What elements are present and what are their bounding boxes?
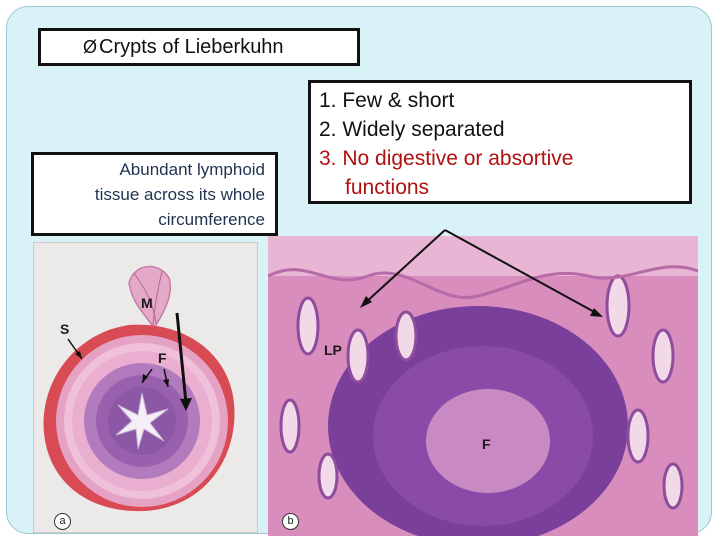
lymphoid-follicle-image — [268, 236, 698, 536]
label-lp: LP — [324, 342, 342, 358]
label-s: S — [60, 321, 70, 337]
label-f: F — [158, 350, 167, 366]
label-follicle-f: F — [482, 436, 491, 452]
slide-title: Crypts of Lieberkuhn — [99, 35, 284, 58]
features-box: 1. Few & short 2. Widely separated 3. No… — [308, 80, 692, 204]
bullet-arrow-icon: Ø — [83, 36, 98, 57]
feature-item-1: 1. Few & short — [319, 89, 455, 112]
title-box: Ø Crypts of Lieberkuhn — [38, 28, 360, 66]
micrograph-panel-b: LP F b — [268, 236, 698, 536]
panel-letter-a: a — [54, 513, 71, 530]
lymphoid-caption-box: Abundant lymphoid tissue across its whol… — [31, 152, 278, 236]
feature-item-3-continued: functions — [345, 176, 430, 199]
appendix-cross-section-image — [43, 265, 235, 512]
micrograph-panel-a: M S F a — [33, 242, 258, 533]
caption-line-3: circumference — [158, 210, 265, 229]
feature-item-2: 2. Widely separated — [319, 118, 505, 141]
caption-line-1: Abundant lymphoid — [119, 160, 265, 179]
feature-item-3: 3. No digestive or absortive — [319, 147, 574, 170]
caption-line-2: tissue across its whole — [94, 185, 265, 204]
label-m: M — [141, 295, 153, 311]
panel-letter-b: b — [282, 513, 299, 530]
